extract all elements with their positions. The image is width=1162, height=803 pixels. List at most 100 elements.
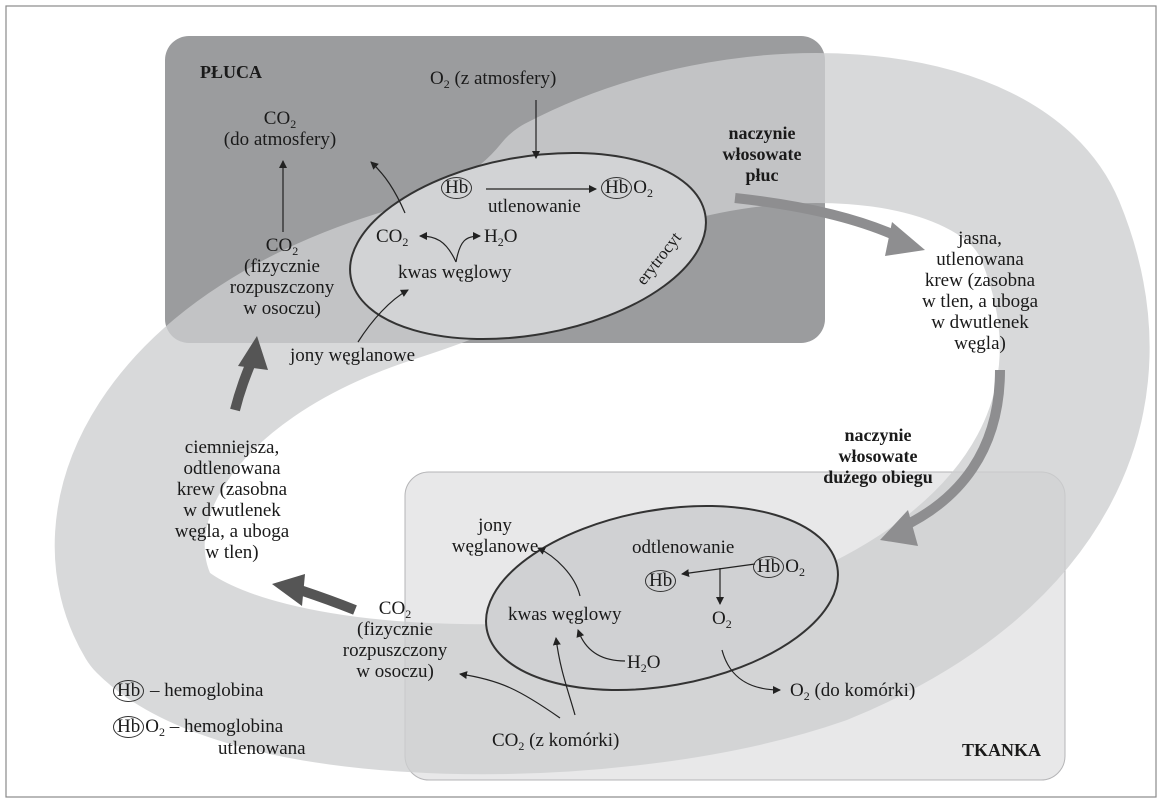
deoxy-line-4: w dwutlenek xyxy=(183,500,281,521)
o2-source-text: (z atmosfery) xyxy=(454,68,557,89)
sub-2: 2 xyxy=(443,77,450,91)
co-symbol: CO xyxy=(265,235,293,256)
h-symbol: H xyxy=(484,226,498,247)
co-symbol: CO xyxy=(492,730,519,751)
co2-lungs: CO2 xyxy=(376,226,409,249)
arrow-to-h2o-lungs xyxy=(455,232,481,263)
co2-dissolved-lungs-line-3: w osoczu) xyxy=(243,298,321,319)
arrow-o2-to-cell xyxy=(721,649,781,694)
oxy-line-3: krew (zasobna xyxy=(924,270,1036,291)
sub-2: 2 xyxy=(518,739,525,753)
co-symbol: CO xyxy=(378,598,406,619)
lung-capillary-label: naczynie włosowate płuc xyxy=(712,123,812,186)
co2-source-text: (z komórki) xyxy=(529,730,620,751)
o-symbol: O xyxy=(646,652,661,673)
arrow-deoxygenation xyxy=(681,563,756,578)
co2-to-atmosphere: CO2 (do atmosfery) xyxy=(205,108,355,150)
arrow-to-bicarbonate xyxy=(537,547,581,597)
lung-capillary-arrowhead xyxy=(885,222,925,256)
hb-lungs: Hb xyxy=(440,177,473,199)
sub-2: 2 xyxy=(292,244,299,258)
hb-symbol: Hb xyxy=(441,177,473,199)
co2-dissolved-tissue: CO2 (fizycznie rozpuszczony w osoczu) xyxy=(320,598,470,682)
co2-from-cell: CO2 (z komórki) xyxy=(492,730,620,753)
sub-2: 2 xyxy=(405,607,412,621)
lungs-title: PŁUCA xyxy=(200,62,262,82)
oxy-line-6: węgla) xyxy=(954,333,1006,354)
co2-dissolved-lungs: CO2 (fizycznie rozpuszczony w osoczu) xyxy=(212,235,352,319)
o-symbol: O xyxy=(785,556,799,577)
oxygenated-blood-label: jasna, utlenowana krew (zasobna w tlen, … xyxy=(910,228,1050,354)
upflow-arrowhead xyxy=(238,336,268,370)
legend-hbo2-text-1: – hemoglobina xyxy=(169,716,284,737)
hb-symbol: Hb xyxy=(645,570,677,592)
body-capillary-line-1: naczynie xyxy=(844,425,912,445)
oxy-line-4: w tlen, a uboga xyxy=(921,291,1039,312)
co2-dissolved-lungs-line-2: rozpuszczony xyxy=(229,277,335,298)
co-symbol: CO xyxy=(376,226,403,247)
sub-2: 2 xyxy=(402,235,409,249)
sub-2: 2 xyxy=(158,725,165,739)
h-symbol: H xyxy=(627,652,641,673)
h2o-lungs: H2O xyxy=(484,226,517,249)
deoxygenated-blood-label: ciemniejsza, odtlenowana krew (zasobna w… xyxy=(162,437,302,563)
sub-2: 2 xyxy=(803,689,810,703)
deoxy-line-6: w tlen) xyxy=(205,542,259,563)
oxy-line-5: w dwutlenek xyxy=(931,312,1029,333)
lung-capillary-arrow xyxy=(734,193,908,245)
bicarbonate-lungs: jony węglanowe xyxy=(290,345,416,366)
arrow-h2o-in xyxy=(576,629,626,662)
leftflow-arrow xyxy=(298,585,357,615)
sub-2: 2 xyxy=(646,186,653,200)
o2-from-atmosphere: O2 (z atmosfery) xyxy=(430,68,557,91)
deoxy-line-5: węgla, a uboga xyxy=(174,521,290,542)
o2-tissue: O2 xyxy=(712,608,732,631)
bicarbonate-tissue-line-1: jony xyxy=(478,515,512,536)
hb-tissue: Hb xyxy=(644,570,677,592)
arrow-co2-to-acid xyxy=(552,637,576,716)
o-symbol: O xyxy=(633,177,647,198)
carbonic-acid-tissue: kwas węglowy xyxy=(508,604,622,625)
body-capillary-line-2: włosowate xyxy=(838,446,918,466)
o-symbol: O xyxy=(790,680,804,701)
oxy-line-2: utlenowana xyxy=(936,249,1024,270)
arrow-bicarbonate-in xyxy=(357,289,409,343)
sub-2: 2 xyxy=(725,617,732,631)
frame-border xyxy=(5,5,1157,798)
hb-symbol: Hb xyxy=(753,556,785,578)
body-capillary-line-3: dużego obiegu xyxy=(823,467,933,487)
o2-destination-text: (do komórki) xyxy=(814,680,916,701)
co2-dissolved-lungs-line-1: (fizycznie xyxy=(244,256,320,277)
arrow-co2-dissolve xyxy=(459,671,561,719)
erythrocyte-tissue xyxy=(485,504,839,692)
deoxy-line-1: ciemniejsza, xyxy=(184,437,280,458)
sub-2: 2 xyxy=(798,565,805,579)
oxygenation-label: utlenowanie xyxy=(488,196,581,217)
sub-2: 2 xyxy=(290,117,297,131)
sub-2: 2 xyxy=(497,235,504,249)
deoxygenation-label: odtlenowanie xyxy=(632,537,735,558)
body-capillary-label: naczynie włosowate dużego obiegu xyxy=(818,425,938,488)
lung-capillary-line-2: włosowate xyxy=(722,144,802,164)
deoxy-line-3: krew (zasobna xyxy=(176,479,288,500)
sub-2: 2 xyxy=(640,661,647,675)
lung-capillary-line-1: naczynie xyxy=(728,123,796,143)
bicarbonate-tissue: jony węglanowe xyxy=(445,515,545,557)
carbonic-acid-lungs: kwas węglowy xyxy=(398,262,512,283)
body-capillary-arrow xyxy=(897,369,1005,533)
body-capillary-arrowhead xyxy=(880,510,918,546)
tissue-title: TKANKA xyxy=(962,740,1042,760)
co2-dissolved-tissue-line-1: (fizycznie xyxy=(357,619,433,640)
co2-dissolved-tissue-line-2: rozpuszczony xyxy=(342,640,448,661)
blood-vessel-loop xyxy=(54,53,1150,775)
o-symbol: O xyxy=(712,608,726,629)
hb-symbol: Hb xyxy=(601,177,633,199)
leftflow-arrowhead xyxy=(272,574,305,606)
arrow-co2-out xyxy=(370,161,406,214)
o-symbol: O xyxy=(145,716,159,737)
bicarbonate-tissue-line-2: węglanowe xyxy=(451,536,539,557)
